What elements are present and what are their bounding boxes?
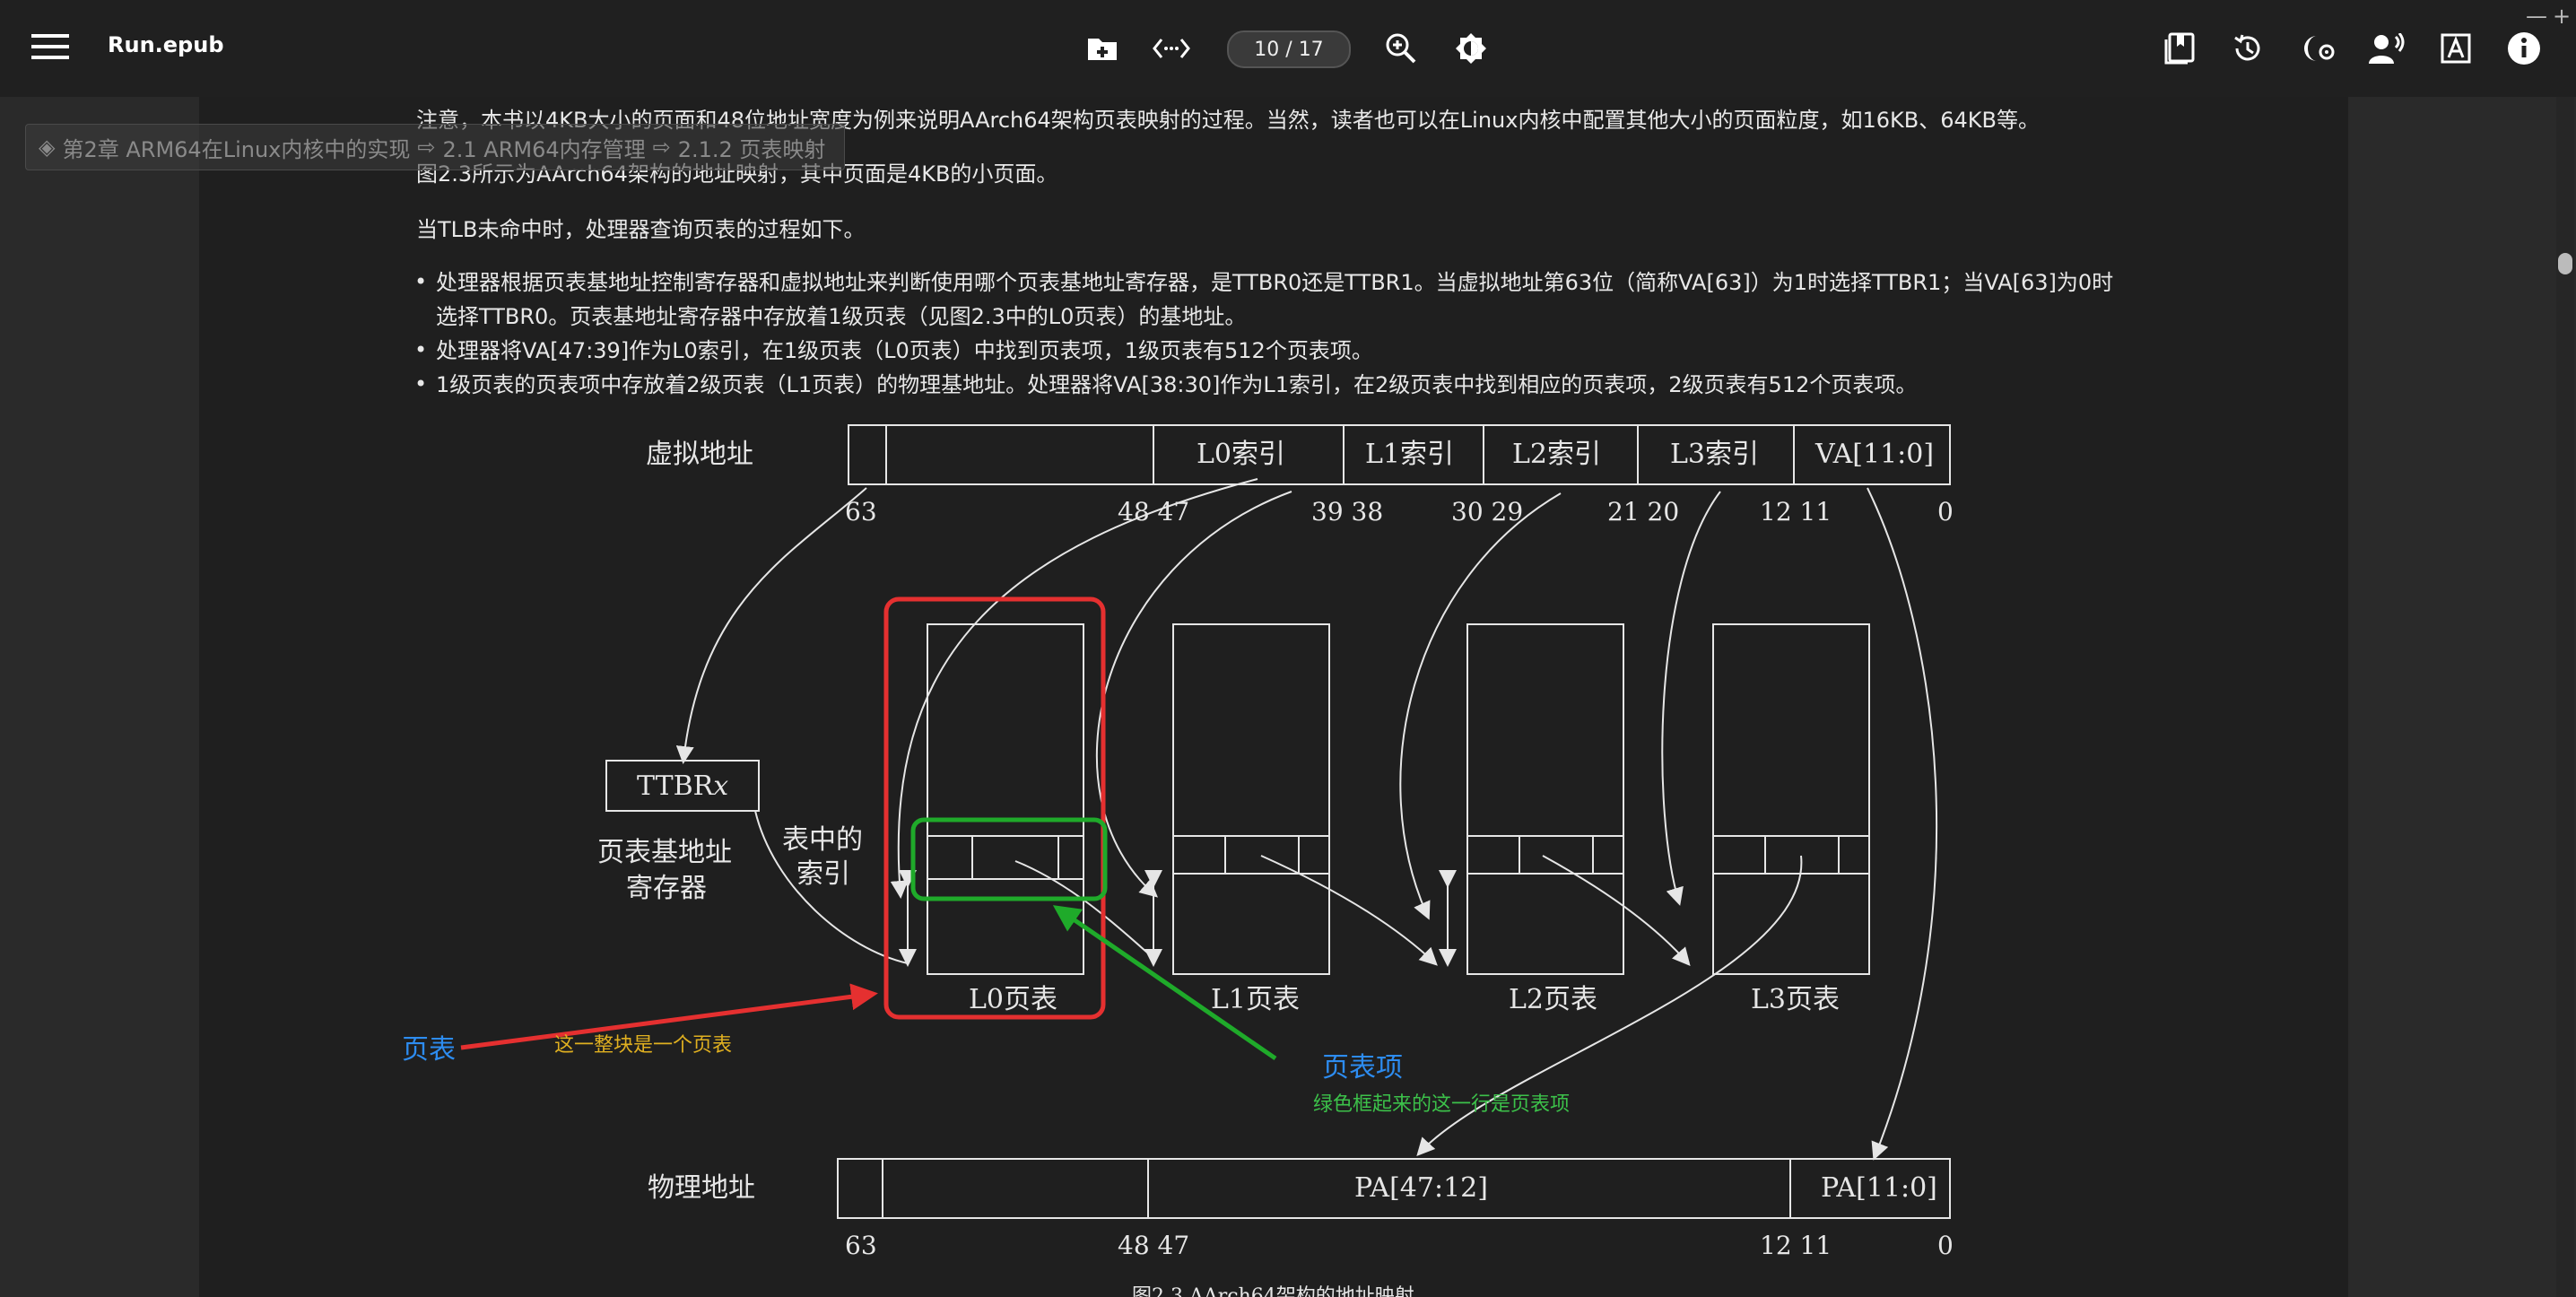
index-label-1: 表中的 (782, 824, 863, 856)
ttbr-label: TTBRx (637, 770, 728, 802)
pa-bit-48-47: 48 47 (1118, 1231, 1189, 1260)
history-icon[interactable] (2230, 30, 2266, 66)
theme-settings-icon[interactable] (2300, 30, 2337, 66)
reader-page: 注意，本书以4KB大小的页面和48位地址宽度为例来说明AArch64架构页表映射… (199, 97, 2348, 1297)
va-field-l2: L2索引 (1512, 439, 1601, 470)
pa-register (837, 1158, 1951, 1219)
va-bit-21-20: 21 20 (1607, 497, 1679, 527)
va-register (848, 424, 1951, 485)
pa-field-base: PA[47:12] (1354, 1172, 1488, 1204)
breadcrumb-item[interactable]: 2.1 ARM64内存管理 (442, 136, 646, 162)
add-folder-icon[interactable] (1085, 32, 1119, 65)
window-minimize[interactable]: — (2526, 4, 2547, 29)
l3-table-label: L3页表 (1751, 984, 1840, 1015)
bullet-1-line-2: 选择TTBR0。页表基地址寄存器中存放着1级页表（见图2.3中的L0页表）的基地… (436, 304, 1247, 329)
virtual-address-label: 虚拟地址 (646, 439, 753, 470)
figure-caption: 图2.3 AArch64架构的地址映射 (1132, 1285, 1414, 1297)
va-field-l0: L0索引 (1197, 439, 1285, 470)
info-icon[interactable] (2506, 30, 2542, 66)
right-margin (2348, 97, 2576, 1297)
page-table-entry-arrow (1052, 905, 1277, 1061)
brightness-icon[interactable] (1453, 30, 1489, 66)
left-margin (0, 97, 199, 1297)
page-table-arrow (460, 983, 878, 1050)
bullet-2: 处理器将VA[47:39]作为L0索引，在1级页表（L0页表）中找到页表项，1级… (436, 338, 1373, 363)
scrollbar[interactable] (2556, 97, 2574, 1297)
l2-table (1466, 623, 1624, 975)
document-title: Run.epub (108, 32, 224, 57)
bullet-dot: • (414, 269, 428, 294)
breadcrumb[interactable]: ◈ 第2章 ARM64在Linux内核中的实现 ⇨ 2.1 ARM64内存管理 … (25, 124, 845, 170)
ttbr-desc-2: 寄存器 (626, 873, 707, 904)
breadcrumb-icon: ◈ (39, 135, 56, 160)
pa-bit-12-11: 12 11 (1760, 1231, 1832, 1260)
scrollbar-thumb[interactable] (2558, 253, 2572, 274)
arrow-right-icon: ⇨ (652, 135, 671, 160)
page-table-entry-note: 绿色框起来的这一行是页表项 (1313, 1093, 1570, 1116)
page-table-entry-annotation: 页表项 (1322, 1052, 1403, 1084)
va-field-l1: L1索引 (1365, 439, 1454, 470)
arrow-right-icon: ⇨ (417, 135, 436, 160)
page-table-note: 这一整块是一个页表 (554, 1034, 732, 1057)
read-aloud-icon[interactable] (2368, 30, 2406, 66)
page-table-annotation: 页表 (402, 1034, 456, 1066)
font-icon[interactable] (2438, 30, 2474, 66)
l1-table-label: L1页表 (1211, 984, 1300, 1015)
physical-address-label: 物理地址 (648, 1172, 755, 1204)
pa-bit-63: 63 (845, 1231, 877, 1260)
top-toolbar: Run.epub 10 / 17 — + (0, 0, 2576, 97)
bullet-dot: • (414, 337, 428, 362)
bullet-1-line-1: 处理器根据页表基地址控制寄存器和虚拟地址来判断使用哪个页表基地址寄存器，是TTB… (436, 270, 2114, 295)
ttbr-desc-1: 页表基地址 (597, 837, 732, 868)
va-bit-39-38: 39 38 (1311, 497, 1383, 527)
code-nav-icon[interactable] (1152, 32, 1191, 65)
zoom-in-icon[interactable] (1383, 30, 1419, 66)
va-bit-0: 0 (1937, 497, 1954, 527)
l3-table (1712, 623, 1870, 975)
window-maximize[interactable]: + (2553, 4, 2572, 29)
page-table-highlight-box (883, 596, 1106, 1020)
breadcrumb-item[interactable]: 第2章 ARM64在Linux内核中的实现 (62, 136, 411, 162)
index-label-2: 索引 (796, 858, 850, 890)
menu-icon[interactable] (30, 29, 70, 65)
va-field-offset: VA[11:0] (1815, 439, 1934, 470)
bookmarks-icon[interactable] (2162, 30, 2197, 66)
page-table-diagram: 虚拟地址 L0索引 L1索引 L2索引 L3索引 VA[11:0] 63 48 … (402, 424, 1954, 1297)
bullet-3: 1级页表的页表项中存放着2级页表（L1页表）的物理基地址。处理器将VA[38:3… (436, 372, 1918, 397)
l2-table-label: L2页表 (1509, 984, 1597, 1015)
paragraph-3: 当TLB未命中时，处理器查询页表的过程如下。 (416, 217, 866, 242)
breadcrumb-item[interactable]: 2.1.2 页表映射 (677, 136, 826, 162)
bullet-dot: • (414, 371, 428, 396)
va-field-l3: L3索引 (1670, 439, 1759, 470)
pa-field-offset: PA[11:0] (1821, 1172, 1937, 1204)
pa-bit-0: 0 (1937, 1231, 1954, 1260)
va-bit-30-29: 30 29 (1451, 497, 1523, 527)
l0-table-label: L0页表 (969, 984, 1057, 1015)
l1-table (1172, 623, 1330, 975)
va-bit-12-11: 12 11 (1760, 497, 1832, 527)
page-table-entry-highlight-box (910, 817, 1108, 901)
l0-table (927, 623, 1084, 975)
page-indicator[interactable]: 10 / 17 (1227, 30, 1351, 68)
